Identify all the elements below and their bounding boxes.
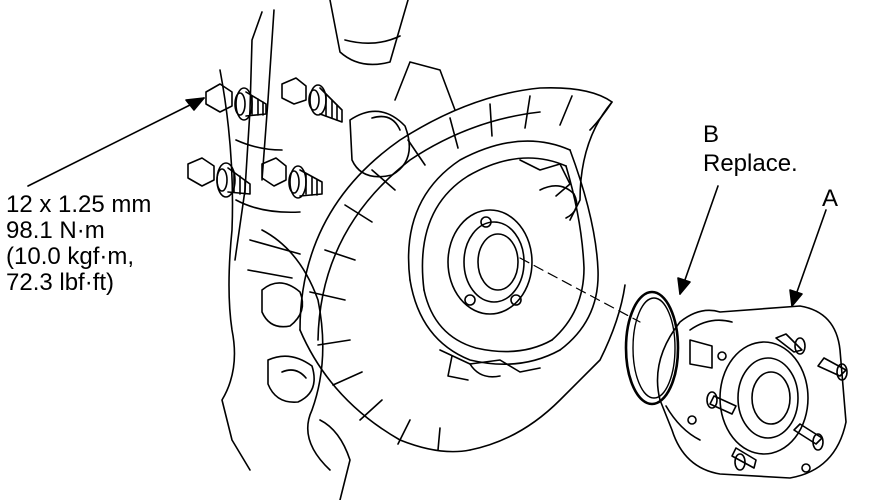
knuckle-hub-bore (447, 209, 533, 315)
knuckle-strut-illustration (219, 0, 456, 500)
bolt-upper-left (205, 83, 267, 121)
callout-b-letter: B (703, 121, 720, 148)
callout-a-letter: A (822, 185, 839, 212)
callout-a-label: A (822, 186, 838, 212)
callout-a-leader (791, 209, 827, 307)
callout-b-label: B Replace. (703, 120, 798, 178)
mounting-bolts (187, 77, 343, 199)
alignment-line (519, 257, 641, 323)
callout-b-note: Replace. (703, 150, 798, 177)
leader-arrows (27, 97, 827, 307)
bolt-lower-right (261, 157, 323, 199)
torque-spec-label: 12 x 1.25 mm 98.1 N·m (10.0 kgf·m, 72.3 … (6, 192, 151, 296)
callout-b-leader (679, 185, 719, 295)
bolt-upper-right (281, 77, 343, 123)
torque-lbfft-text: 72.3 lbf·ft) (6, 269, 115, 296)
bolt-lower-left (187, 157, 251, 198)
torque-kgfm-text: (10.0 kgf·m, (6, 243, 135, 270)
brake-backing-plate (299, 86, 626, 453)
parking-brake-shoes (407, 140, 599, 381)
o-ring-b (624, 290, 680, 406)
bolt-size-text: 12 x 1.25 mm (6, 191, 152, 218)
torque-nm-text: 98.1 N·m (6, 217, 105, 244)
hub-bearing-unit-a (656, 305, 848, 479)
wheel-studs (706, 333, 848, 471)
torque-spec-leader (27, 97, 205, 187)
